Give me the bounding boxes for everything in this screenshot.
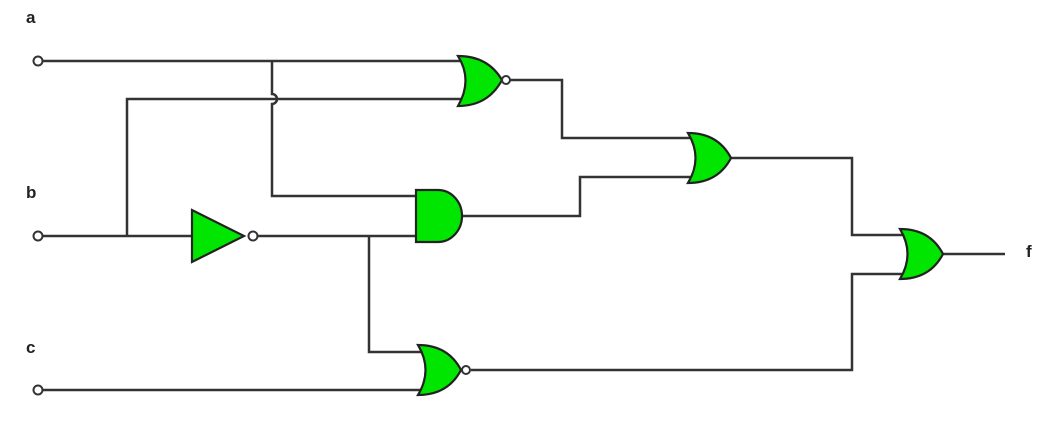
input-terminal-a xyxy=(32,55,44,67)
not-gate xyxy=(190,208,259,264)
wire-or1-out xyxy=(731,156,904,237)
input-label-a: a xyxy=(26,8,36,27)
nor-gate-2 xyxy=(416,343,471,397)
or-gate-2 xyxy=(898,227,945,281)
input-terminal-b xyxy=(32,230,44,242)
wire-nor1-out xyxy=(510,78,692,140)
input-label-b: b xyxy=(26,183,37,202)
wire-b xyxy=(42,97,462,238)
nor-gate-1 xyxy=(456,54,511,108)
wire-and-out xyxy=(462,175,692,218)
or-gate-1 xyxy=(686,131,733,185)
and-gate xyxy=(414,188,464,244)
output-label-f: f xyxy=(1026,242,1032,261)
wire-not-b xyxy=(258,234,424,354)
wire-a xyxy=(42,59,462,198)
wire-nor2-out xyxy=(471,272,904,372)
input-terminal-c xyxy=(32,384,44,396)
input-label-c: c xyxy=(26,338,36,357)
